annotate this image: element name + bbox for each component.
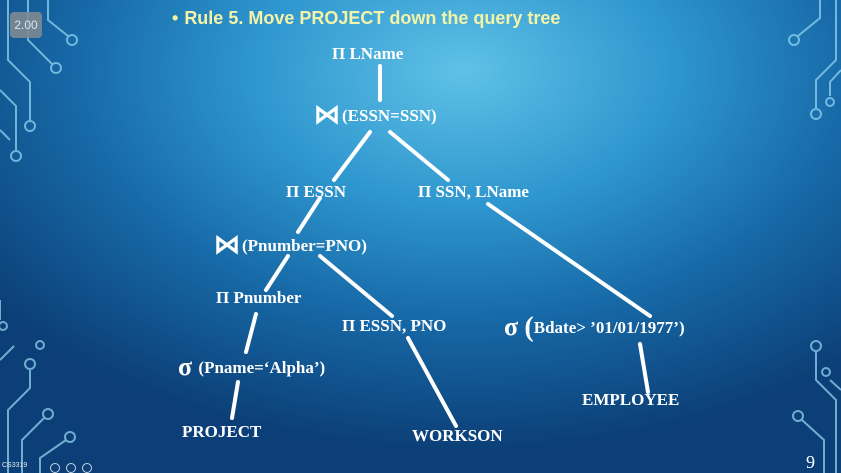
node-selection-bdate: σ (Bdate> ’01/01/1977’) (504, 312, 685, 344)
selection-condition-bdate: Bdate> ’01/01/1977’) (533, 318, 685, 337)
join-condition-1: (ESSN=SSN) (342, 106, 437, 125)
selection-condition-pname: (Pname=‘Alpha’) (198, 358, 326, 377)
join-condition-2: (Pnumber=PNO) (242, 236, 367, 255)
relation-project: PROJECT (182, 422, 262, 441)
node-projection-ssn-lname: Π SSN, LName (418, 182, 529, 201)
node-join-essn-ssn: ⋈(ESSN=SSN) (314, 100, 437, 130)
prev-slide-icon[interactable] (50, 463, 60, 473)
node-projection-pnumber: Π Pnumber (216, 288, 302, 307)
title-text: Rule 5. Move PROJECT down the query tree (184, 8, 561, 28)
open-paren: ( (524, 312, 534, 343)
title-bullet: • (172, 8, 179, 28)
node-join-pnumber-pno: ⋈(Pnumber=PNO) (214, 230, 367, 260)
page-number: 9 (806, 452, 815, 472)
relation-workson: WORKSON (412, 426, 503, 445)
relation-employee: EMPLOYEE (582, 390, 680, 409)
select-icon: σ (178, 352, 193, 381)
join-icon: ⋈ (214, 230, 240, 259)
node-projection-essn: Π ESSN (286, 182, 346, 201)
node-root-projection: Π LName (332, 44, 404, 63)
zoom-badge: 2.00 (10, 12, 42, 38)
join-icon: ⋈ (314, 100, 340, 129)
course-code: CS3319 (2, 462, 28, 469)
slide-title: •Rule 5. Move PROJECT down the query tre… (172, 8, 560, 29)
node-projection-essn-pno: Π ESSN, PNO (342, 316, 447, 335)
node-selection-pname: σ (Pname=‘Alpha’) (178, 352, 325, 382)
select-icon: σ (504, 312, 519, 341)
more-options-icon[interactable] (82, 463, 92, 473)
zoom-icon[interactable] (66, 463, 76, 473)
